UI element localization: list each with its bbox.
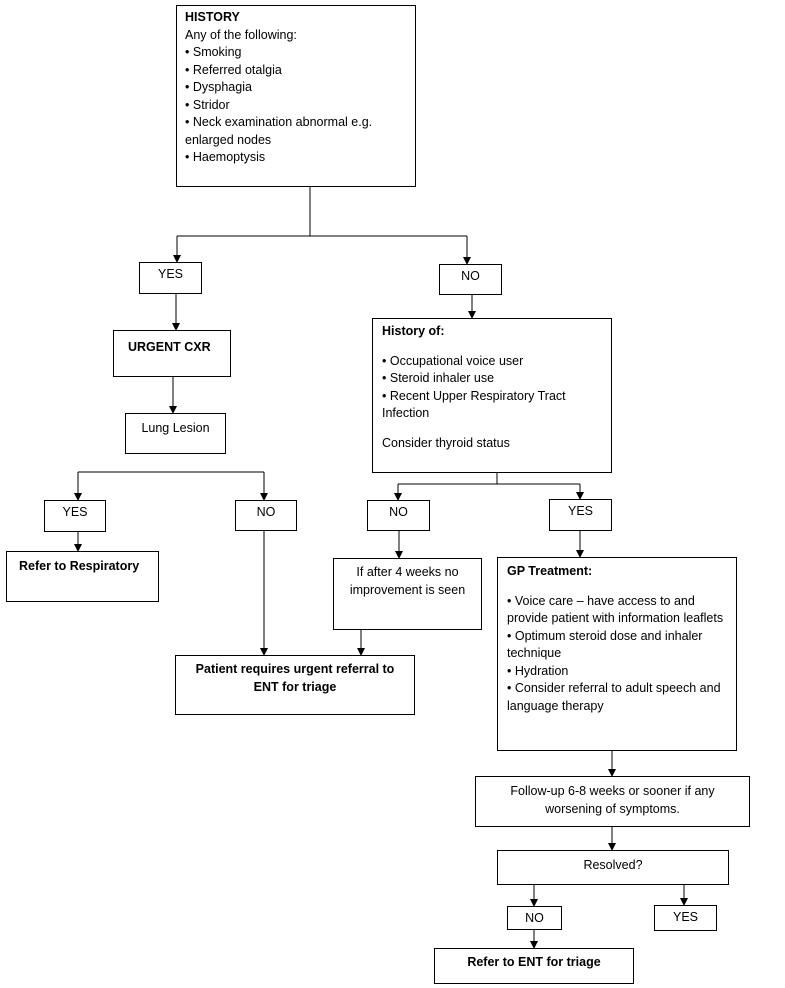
refer-ent-box: Refer to ENT for triage <box>434 948 634 984</box>
history-of-no-box: NO <box>367 500 430 531</box>
list-item: Steroid inhaler use <box>382 370 602 388</box>
history-of-title: History of: <box>382 324 445 338</box>
history-of-yes-box: YES <box>549 499 612 531</box>
urgent-referral-box: Patient requires urgent referral to ENT … <box>175 655 415 715</box>
list-item: Voice care – have access to and provide … <box>507 593 727 628</box>
follow-up-box: Follow-up 6-8 weeks or sooner if any wor… <box>475 776 750 827</box>
history-of-box: History of: Occupational voice user Ster… <box>372 318 612 473</box>
thyroid-note: Consider thyroid status <box>382 435 510 450</box>
list-item: Stridor <box>185 97 407 115</box>
history-title: HISTORY <box>185 10 240 24</box>
history-split-connector <box>177 187 467 237</box>
resolved-box: Resolved? <box>497 850 729 885</box>
list-item: Smoking <box>185 44 407 62</box>
list-item: Consider referral to adult speech and la… <box>507 680 727 715</box>
list-item: Occupational voice user <box>382 353 602 371</box>
list-item: Haemoptysis <box>185 149 407 167</box>
gp-treatment-title: GP Treatment: <box>507 564 593 578</box>
list-item: Dysphagia <box>185 79 407 97</box>
list-item: Optimum steroid dose and inhaler techniq… <box>507 628 727 663</box>
list-item: Neck examination abnormal e.g. enlarged … <box>185 114 407 149</box>
history-of-split-connector <box>398 473 580 485</box>
gp-treatment-box: GP Treatment: Voice care – have access t… <box>497 557 737 751</box>
list-item: Recent Upper Respiratory Tract Infection <box>382 388 602 423</box>
refer-respiratory-box: Refer to Respiratory <box>6 551 159 602</box>
history-yes-box: YES <box>139 262 202 294</box>
lung-lesion-box: Lung Lesion <box>125 413 226 454</box>
history-intro: Any of the following: <box>185 27 297 42</box>
lesion-yes-box: YES <box>44 500 106 532</box>
urgent-cxr-box: URGENT CXR <box>113 330 231 377</box>
history-box: HISTORY Any of the following: Smoking Re… <box>176 5 416 187</box>
resolved-yes-box: YES <box>654 905 717 931</box>
history-list: Smoking Referred otalgia Dysphagia Strid… <box>185 44 407 167</box>
list-item: Hydration <box>507 663 727 681</box>
list-item: Referred otalgia <box>185 62 407 80</box>
gp-treatment-list: Voice care – have access to and provide … <box>507 593 727 716</box>
history-of-list: Occupational voice user Steroid inhaler … <box>382 353 602 423</box>
lesion-no-box: NO <box>235 500 297 531</box>
history-no-box: NO <box>439 264 502 295</box>
four-weeks-box: If after 4 weeks no improvement is seen <box>333 558 482 630</box>
resolved-no-box: NO <box>507 906 562 930</box>
